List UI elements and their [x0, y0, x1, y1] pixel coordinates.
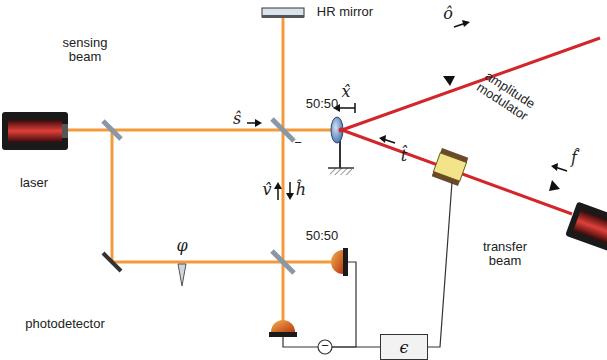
subtract-sign: − — [321, 339, 329, 353]
split-ratio: 50:50 — [306, 229, 339, 243]
beam-label: transfer beam — [470, 240, 540, 268]
part-label: photodetector — [25, 317, 105, 331]
sign-label: − — [294, 136, 302, 150]
part-label: HR mirror — [317, 5, 373, 19]
mode-symbol: ŝ — [233, 110, 241, 128]
split-ratio: 50:50 — [306, 97, 339, 111]
mode-symbol: t̂ — [401, 147, 407, 165]
part-label: laser — [20, 176, 48, 190]
mode-symbol: ô — [443, 5, 453, 23]
mode-symbol: v̂ — [262, 181, 271, 199]
mode-symbol: f̂ — [571, 149, 577, 167]
phase-symbol: φ — [176, 237, 187, 255]
mode-symbol: ĥ — [296, 181, 306, 199]
gain-box: ϵ — [380, 334, 428, 360]
gain-symbol: ϵ — [400, 338, 409, 357]
mode-symbol: x̂ — [341, 83, 350, 101]
beam-label: sensing beam — [54, 36, 116, 64]
